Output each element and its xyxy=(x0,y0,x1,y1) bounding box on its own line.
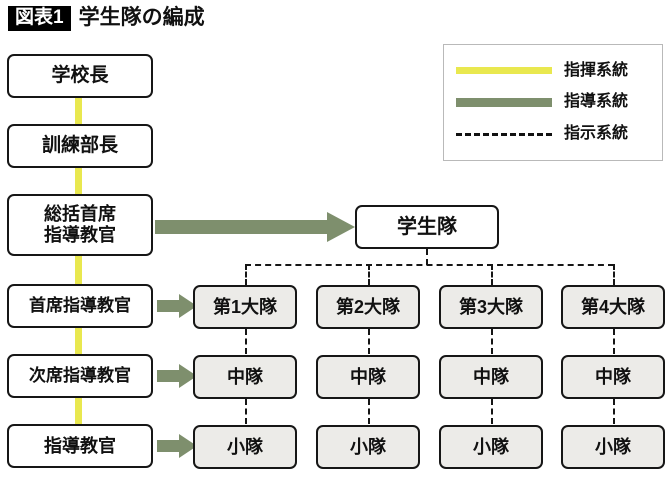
node-platoon-1[interactable]: 小隊 xyxy=(193,425,297,469)
instruction-drop-battalion-3 xyxy=(491,264,493,285)
instruction-drop-from-student-corps xyxy=(426,249,428,265)
node-battalion-3[interactable]: 第3大隊 xyxy=(439,285,543,329)
node-company-4[interactable]: 中隊 xyxy=(561,355,665,399)
instruction-link-co2-pl2 xyxy=(368,399,370,424)
instruction-link-co3-pl3 xyxy=(491,399,493,424)
node-label: 指導教官 xyxy=(44,435,116,456)
guidance-arrow-to-student-corps xyxy=(155,212,355,242)
green-line-icon xyxy=(456,97,552,107)
node-label: 第3大隊 xyxy=(458,296,523,317)
command-line-segment-3 xyxy=(75,254,82,284)
legend-item-guidance: 指導系統 xyxy=(456,89,652,115)
page-title: 学生隊の編成 xyxy=(78,6,205,30)
node-label: 第2大隊 xyxy=(335,296,400,317)
node-label: 学校長 xyxy=(51,65,109,87)
figure-number-badge: 図表1 xyxy=(8,6,71,31)
node-label: 第1大隊 xyxy=(212,296,277,317)
node-label: 学生隊 xyxy=(397,215,457,238)
node-label: 中隊 xyxy=(227,366,263,387)
node-label: 訓練部長 xyxy=(41,135,118,157)
node-company-2[interactable]: 中隊 xyxy=(316,355,420,399)
legend-item-command: 指揮系統 xyxy=(456,58,652,84)
legend-label-command: 指揮系統 xyxy=(564,61,629,79)
node-label: 小隊 xyxy=(473,436,509,457)
instruction-link-co1-pl1 xyxy=(245,399,247,424)
node-platoon-2[interactable]: 小隊 xyxy=(316,425,420,469)
legend-item-instruction: 指示系統 xyxy=(456,121,652,147)
node-label: 小隊 xyxy=(350,436,386,457)
node-deputy-instructor[interactable]: 次席指導教官 xyxy=(7,354,153,398)
yellow-line-icon xyxy=(456,67,552,75)
command-line-segment-1 xyxy=(75,96,82,124)
instruction-link-bn4-co4 xyxy=(613,329,615,354)
node-label: 中隊 xyxy=(350,366,386,387)
node-instructor[interactable]: 指導教官 xyxy=(7,424,153,468)
command-line-segment-2 xyxy=(75,166,82,194)
legend-label-instruction: 指示系統 xyxy=(564,125,629,143)
guidance-arrow-to-platoon-1 xyxy=(157,434,197,458)
node-battalion-4[interactable]: 第4大隊 xyxy=(561,285,665,329)
instruction-drop-battalion-4 xyxy=(613,264,615,285)
node-label: 小隊 xyxy=(227,436,263,457)
instruction-link-co4-pl4 xyxy=(613,399,615,424)
node-senior-instructor[interactable]: 首席指導教官 xyxy=(7,284,153,328)
node-platoon-4[interactable]: 小隊 xyxy=(561,425,665,469)
legend-label-guidance: 指導系統 xyxy=(564,93,629,111)
legend: 指揮系統 指導系統 指示系統 xyxy=(443,44,663,161)
instruction-link-bn1-co1 xyxy=(245,329,247,354)
instruction-drop-battalion-1 xyxy=(245,264,247,285)
dashed-line-icon xyxy=(456,132,552,136)
node-battalion-2[interactable]: 第2大隊 xyxy=(316,285,420,329)
node-training-director[interactable]: 訓練部長 xyxy=(7,124,153,168)
guidance-arrow-to-battalion-1 xyxy=(157,294,197,318)
node-student-corps[interactable]: 学生隊 xyxy=(355,205,499,249)
node-company-3[interactable]: 中隊 xyxy=(439,355,543,399)
node-label: 総括首席 指導教官 xyxy=(44,204,116,245)
node-battalion-1[interactable]: 第1大隊 xyxy=(193,285,297,329)
node-label: 小隊 xyxy=(595,436,631,457)
node-label: 中隊 xyxy=(595,366,631,387)
command-line-segment-5 xyxy=(75,396,82,424)
instruction-drop-battalion-2 xyxy=(368,264,370,285)
node-label: 次席指導教官 xyxy=(29,366,131,386)
node-label: 中隊 xyxy=(473,366,509,387)
guidance-arrow-to-company-1 xyxy=(157,364,197,388)
instruction-bus-horizontal xyxy=(245,264,614,266)
instruction-link-bn3-co3 xyxy=(491,329,493,354)
node-label: 第4大隊 xyxy=(580,296,645,317)
node-chief-senior-instructor[interactable]: 総括首席 指導教官 xyxy=(7,194,153,256)
instruction-link-bn2-co2 xyxy=(368,329,370,354)
node-platoon-3[interactable]: 小隊 xyxy=(439,425,543,469)
node-school-commander[interactable]: 学校長 xyxy=(7,54,153,98)
figure-title-row: 図表1 学生隊の編成 xyxy=(8,6,205,31)
command-line-segment-4 xyxy=(75,326,82,354)
node-company-1[interactable]: 中隊 xyxy=(193,355,297,399)
node-label: 首席指導教官 xyxy=(29,296,131,316)
